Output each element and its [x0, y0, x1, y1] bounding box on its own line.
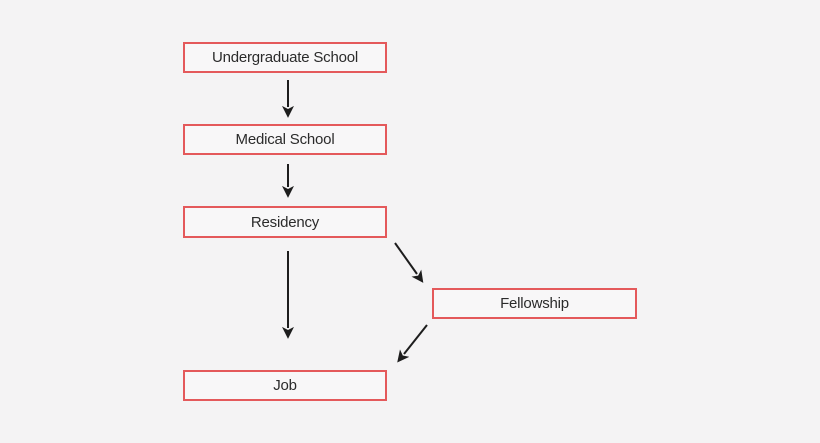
node-undergraduate-school: Undergraduate School	[183, 42, 387, 73]
node-residency: Residency	[183, 206, 387, 238]
node-undergraduate-school-label: Undergraduate School	[211, 49, 359, 66]
node-residency-label: Residency	[250, 213, 320, 231]
node-medical-school-label: Medical School	[235, 131, 335, 148]
arrow-fellowship-to-job	[397, 324, 428, 363]
node-job: Job	[183, 370, 387, 401]
node-fellowship: Fellowship	[432, 288, 637, 319]
node-medical-school: Medical School	[183, 124, 387, 155]
node-job-label: Job	[273, 377, 297, 394]
arrow-residency-to-fellowship	[394, 242, 424, 283]
node-fellowship-label: Fellowship	[500, 295, 569, 312]
